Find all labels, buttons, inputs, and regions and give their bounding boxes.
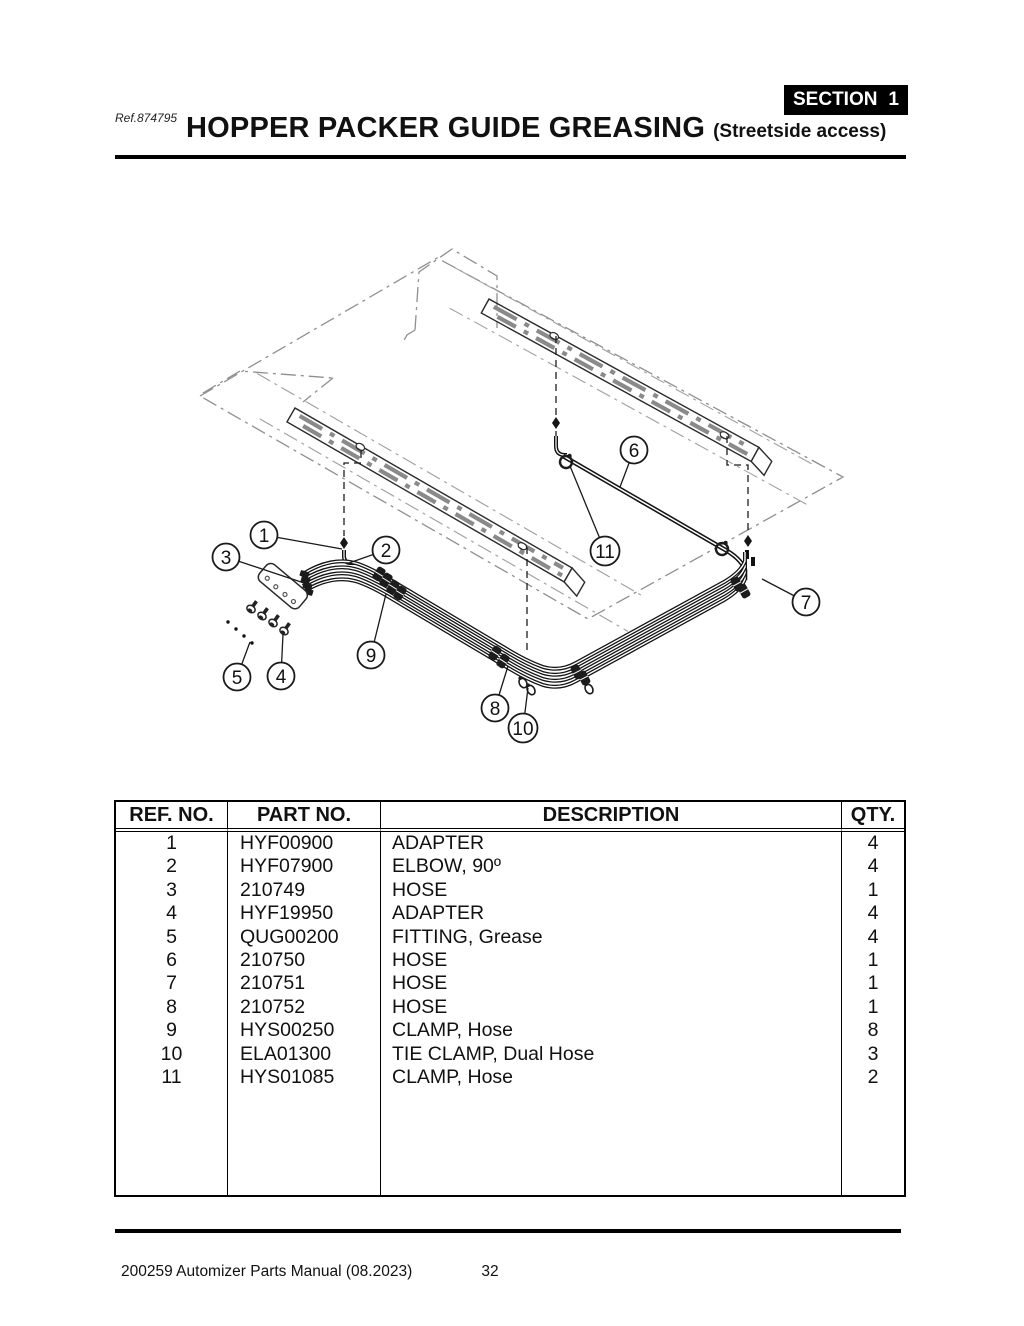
qty-cell: 8 — [867, 1019, 879, 1042]
ref-cell: 9 — [116, 1019, 228, 1043]
hose-6 — [561, 454, 748, 580]
callout-2: 2 — [371, 535, 401, 565]
svg-text:2: 2 — [381, 541, 392, 562]
page-title: HOPPER PACKER GUIDE GREASING (Streetside… — [186, 112, 886, 145]
desc-cell: HOSE — [381, 878, 842, 903]
part-cell: 210752 — [228, 995, 381, 1020]
footer-manual-info: 200259 Automizer Parts Manual (08.2023) — [121, 1263, 413, 1280]
reference-number: Ref.874795 — [115, 111, 178, 125]
svg-text:8: 8 — [490, 699, 501, 720]
adapter-fittings — [340, 417, 752, 549]
ref-cell: 8 — [116, 995, 228, 1020]
desc-cell: CLAMP, Hose — [381, 1065, 842, 1090]
col-header-ref: REF. NO. — [116, 802, 228, 832]
callout-9: 9 — [356, 640, 386, 670]
ref-cell: 6 — [116, 948, 228, 973]
svg-text:7: 7 — [801, 593, 812, 614]
desc-cell: ADAPTER — [381, 902, 842, 926]
svg-text:6: 6 — [629, 441, 640, 462]
section-number: 1 — [888, 89, 899, 110]
svg-text:10: 10 — [512, 719, 533, 740]
grease-hose-bundle — [299, 552, 747, 689]
qty-cell: 4 — [867, 855, 879, 878]
svg-text:11: 11 — [595, 542, 615, 563]
callout-7: 7 — [791, 587, 821, 617]
table-filler — [116, 1089, 228, 1195]
table-filler — [381, 1089, 842, 1195]
part-cell: HYS01085 — [228, 1065, 381, 1090]
qty-cell: 1 — [867, 948, 879, 971]
ref-cell: 7 — [116, 972, 228, 996]
qty-cell: 3 — [867, 1042, 879, 1065]
page-title-main: HOPPER PACKER GUIDE GREASING — [186, 112, 706, 144]
svg-text:5: 5 — [232, 668, 243, 689]
loose-fittings — [226, 597, 294, 645]
svg-text:1: 1 — [259, 526, 270, 547]
callout-8: 8 — [480, 693, 510, 723]
qty-cell: 2 — [867, 1065, 879, 1088]
ref-cell: 5 — [116, 925, 228, 949]
ref-cell: 1 — [116, 832, 228, 856]
ref-cell: 10 — [116, 1042, 228, 1066]
part-cell: 210750 — [228, 948, 381, 973]
callout-1: 1 — [249, 520, 279, 550]
table-filler — [842, 1089, 904, 1195]
svg-text:3: 3 — [221, 548, 232, 569]
part-cell: 210749 — [228, 878, 381, 903]
callout-11: 11 — [589, 535, 621, 567]
guide-rail-lower — [256, 372, 643, 632]
part-cell: ELA01300 — [228, 1042, 381, 1066]
desc-cell: HOSE — [381, 972, 842, 996]
parts-diagram: 1 2 3 4 5 6 7 8 9 10 11 — [198, 248, 845, 744]
ref-cell: 3 — [116, 878, 228, 903]
part-cell: HYF07900 — [228, 855, 381, 879]
manifold-plate — [257, 562, 309, 610]
ref-cell: 4 — [116, 902, 228, 926]
qty-cell: 1 — [867, 972, 879, 995]
header-rule — [115, 155, 906, 159]
part-cell: 210751 — [228, 972, 381, 996]
desc-cell: ELBOW, 90º — [381, 855, 842, 879]
part-cell: HYF19950 — [228, 902, 381, 926]
footer-rule — [115, 1229, 901, 1233]
desc-cell: HOSE — [381, 948, 842, 973]
desc-cell: ADAPTER — [381, 832, 842, 856]
col-header-qty: QTY. — [842, 802, 904, 832]
qty-cell: 1 — [867, 878, 879, 901]
qty-cell: 4 — [867, 832, 879, 854]
qty-cell: 1 — [867, 995, 879, 1018]
callout-10: 10 — [507, 712, 539, 744]
hose-end-nuts — [299, 570, 314, 596]
callouts: 1 2 3 4 5 6 7 8 9 10 11 — [211, 435, 821, 744]
part-cell: HYF00900 — [228, 832, 381, 856]
section-badge: SECTION 1 — [784, 85, 908, 115]
qty-cell: 4 — [867, 925, 879, 948]
footer-page-number: 32 — [481, 1263, 499, 1280]
callout-6: 6 — [619, 435, 649, 465]
col-header-desc: DESCRIPTION — [381, 802, 842, 832]
section-label: SECTION — [793, 89, 878, 110]
desc-cell: TIE CLAMP, Dual Hose — [381, 1042, 842, 1066]
hopper-outline — [198, 248, 845, 620]
ref-cell: 2 — [116, 855, 228, 879]
qty-cell: 4 — [867, 902, 879, 925]
desc-cell: HOSE — [381, 995, 842, 1020]
col-header-part: PART NO. — [228, 802, 381, 832]
callout-4: 4 — [266, 661, 296, 691]
table-filler — [228, 1089, 381, 1195]
part-cell: HYS00250 — [228, 1019, 381, 1043]
svg-text:9: 9 — [366, 646, 377, 667]
part-cell: QUG00200 — [228, 925, 381, 949]
assembly-dashed-lines — [343, 336, 749, 654]
desc-cell: FITTING, Grease — [381, 925, 842, 949]
parts-table: REF. NO. PART NO. DESCRIPTION QTY. 1 HYF… — [114, 800, 906, 1197]
ref-cell: 11 — [116, 1065, 228, 1090]
svg-text:4: 4 — [276, 667, 287, 688]
desc-cell: CLAMP, Hose — [381, 1019, 842, 1043]
callout-3: 3 — [211, 542, 241, 572]
callout-5: 5 — [222, 662, 252, 692]
page-title-subtitle: (Streetside access) — [713, 121, 887, 142]
elbow-fittings — [342, 436, 755, 566]
guide-rail-upper — [449, 267, 815, 508]
